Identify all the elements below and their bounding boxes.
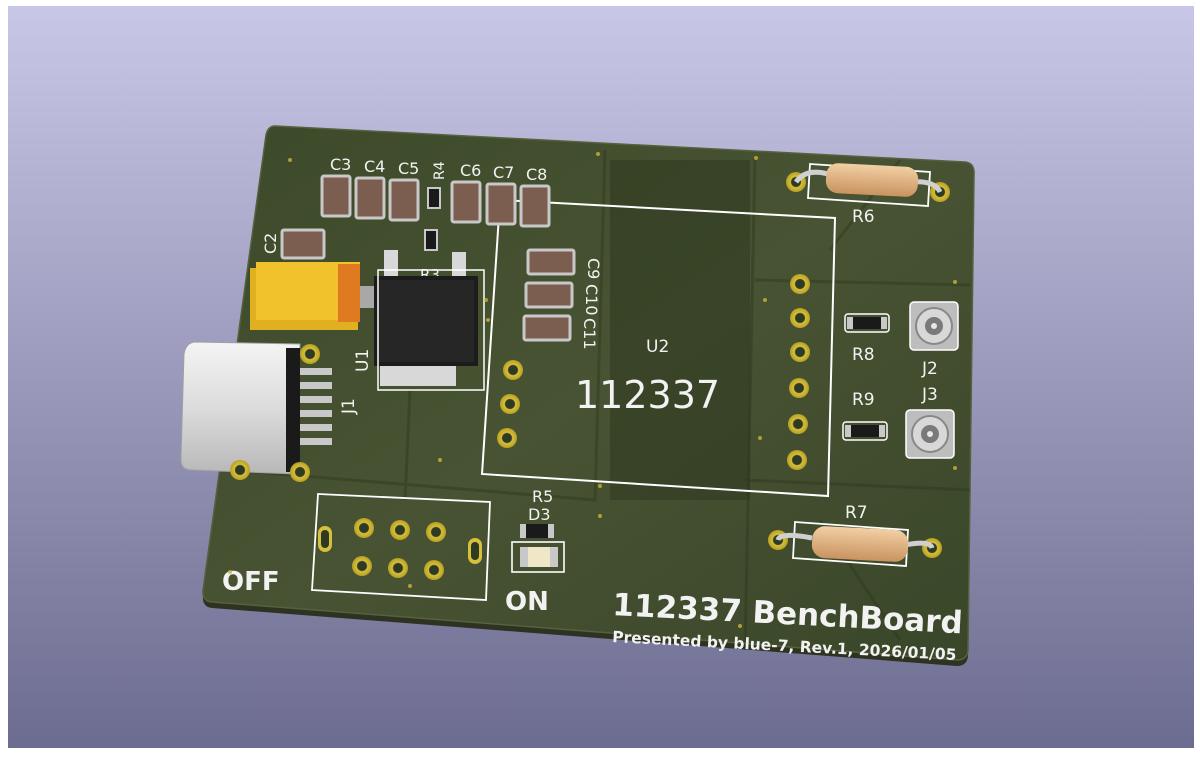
ref-c4: C4 bbox=[364, 157, 385, 176]
resistor-r9 bbox=[842, 421, 888, 441]
tantalum-capacitor bbox=[250, 262, 374, 330]
ref-r9: R9 bbox=[852, 390, 875, 410]
switch-on-label: ON bbox=[505, 587, 549, 617]
capacitor-c2 bbox=[280, 228, 326, 260]
ref-c2: C2 bbox=[261, 233, 280, 254]
ref-d3: D3 bbox=[528, 505, 551, 524]
ref-c5: C5 bbox=[398, 159, 419, 178]
resistor-r8 bbox=[844, 313, 890, 333]
ref-c10: C10 bbox=[582, 284, 601, 316]
ref-r4: R4 bbox=[432, 161, 448, 180]
u2-left-pin-header bbox=[497, 360, 523, 448]
ref-c8: C8 bbox=[526, 165, 547, 184]
resistor-r3 bbox=[424, 229, 438, 251]
power-switch-footprint[interactable] bbox=[311, 493, 491, 601]
ref-u1: U1 bbox=[353, 349, 373, 372]
resistor-r7 bbox=[768, 521, 942, 567]
ref-j1: J1 bbox=[339, 398, 359, 415]
resistor-r5 bbox=[520, 524, 554, 538]
u2-right-pin-header bbox=[787, 274, 810, 470]
ref-r7: R7 bbox=[845, 503, 868, 523]
ref-j3: J3 bbox=[921, 385, 938, 405]
ref-c9: C9 bbox=[584, 258, 603, 279]
connector-j2[interactable] bbox=[909, 301, 959, 351]
usb-c-connector-j1[interactable] bbox=[180, 341, 332, 482]
led-d3 bbox=[511, 541, 565, 573]
ref-r8: R8 bbox=[852, 345, 875, 365]
ref-c7: C7 bbox=[493, 163, 514, 182]
ref-c11: C11 bbox=[580, 318, 599, 350]
connector-j3[interactable] bbox=[905, 409, 955, 459]
capacitor-row-top bbox=[320, 174, 551, 228]
ref-c3: C3 bbox=[330, 155, 351, 174]
ref-c6: C6 bbox=[460, 161, 481, 180]
u2-module-outline bbox=[480, 198, 837, 498]
ref-j2: J2 bbox=[921, 359, 938, 379]
capacitor-column bbox=[522, 248, 576, 342]
ref-u2: U2 bbox=[646, 337, 669, 357]
chip-label: 112337 bbox=[575, 373, 720, 417]
resistor-r6 bbox=[786, 163, 950, 207]
ref-r6: R6 bbox=[852, 207, 875, 227]
ref-r5: R5 bbox=[532, 487, 553, 506]
regulator-u1 bbox=[374, 250, 485, 391]
